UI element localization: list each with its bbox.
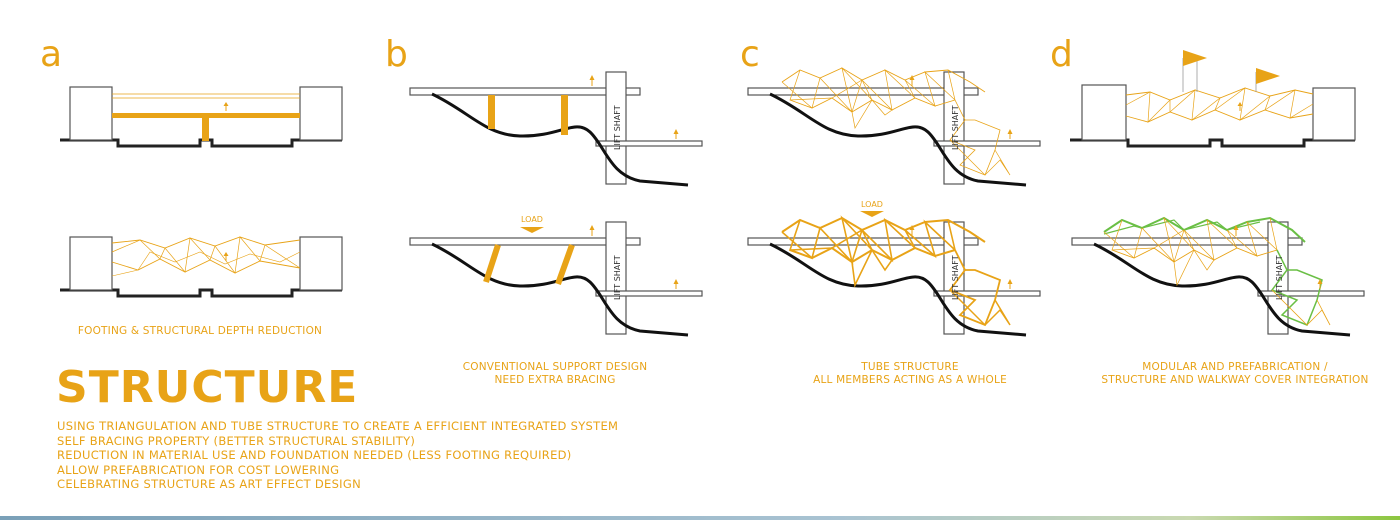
summary-point: USING TRIANGULATION AND TUBE STRUCTURE T… — [57, 419, 619, 433]
diagram-d-bottom: LIFT SHAFT — [1071, 216, 1365, 337]
flag-icon — [1256, 68, 1280, 84]
diagram-c-bottom: LOAD LIFT SHAFT — [747, 200, 1041, 337]
caption-b-line-1: CONVENTIONAL SUPPORT DESIGN — [462, 361, 648, 373]
caption-c-line-1: TUBE STRUCTURE — [861, 361, 959, 373]
caption-a-line-1: FOOTING & STRUCTURAL DEPTH REDUCTION — [77, 325, 323, 337]
summary-point: ALLOW PREFABRICATION FOR COST LOWERING — [57, 462, 340, 477]
caption-d: MODULAR AND PREFABRICATION / STRUCTURE A… — [1090, 361, 1380, 387]
flag-icon — [1183, 50, 1207, 66]
lift-shaft-label: LIFT SHAFT — [951, 255, 960, 300]
diagram-a-bottom — [60, 236, 343, 298]
caption-a: FOOTING & STRUCTURAL DEPTH REDUCTION — [60, 325, 340, 338]
summary-points: USING TRIANGULATION AND TUBE STRUCTURE T… — [57, 419, 618, 492]
summary-point: REDUCTION IN MATERIAL USE AND FOUNDATION… — [57, 448, 572, 463]
load-label: LOAD — [521, 215, 543, 224]
caption-d-line-1: MODULAR AND PREFABRICATION / — [1142, 361, 1328, 373]
caption-c-line-2: ALL MEMBERS ACTING AS A WHOLE — [813, 374, 1007, 386]
diagram-a-top — [60, 86, 343, 148]
diagram-b-bottom: LOAD LIFT SHAFT — [409, 215, 703, 337]
caption-d-line-2: STRUCTURE AND WALKWAY COVER INTEGRATION — [1101, 374, 1369, 386]
summary-point: SELF BRACING PROPERTY (BETTER STRUCTURAL… — [57, 433, 416, 448]
panel-letter-d: d — [1050, 34, 1073, 75]
lift-shaft-label: LIFT SHAFT — [951, 105, 960, 150]
lift-shaft-label: LIFT SHAFT — [1275, 255, 1284, 300]
load-arrow-icon — [860, 211, 884, 217]
lift-shaft-label: LIFT SHAFT — [613, 255, 622, 300]
caption-b: CONVENTIONAL SUPPORT DESIGN NEED EXTRA B… — [420, 361, 690, 387]
panel-letter-a: a — [40, 34, 63, 75]
load-label: LOAD — [861, 200, 883, 209]
panel-letter-c: c — [740, 34, 760, 75]
load-arrow-icon — [520, 227, 544, 233]
panel-letter-b: b — [385, 34, 408, 75]
section-title: STRUCTURE — [56, 362, 359, 413]
diagram-d-top — [1070, 50, 1356, 148]
bottom-strip — [0, 516, 1400, 520]
summary-point: CELEBRATING STRUCTURE AS ART EFFECT DESI… — [57, 477, 361, 492]
diagram-b-top: LIFT SHAFT — [409, 71, 703, 187]
caption-b-line-2: NEED EXTRA BRACING — [494, 374, 616, 386]
caption-c: TUBE STRUCTURE ALL MEMBERS ACTING AS A W… — [780, 361, 1040, 387]
diagram-c-top: LIFT SHAFT — [747, 66, 1041, 187]
lift-shaft-label: LIFT SHAFT — [613, 105, 622, 150]
